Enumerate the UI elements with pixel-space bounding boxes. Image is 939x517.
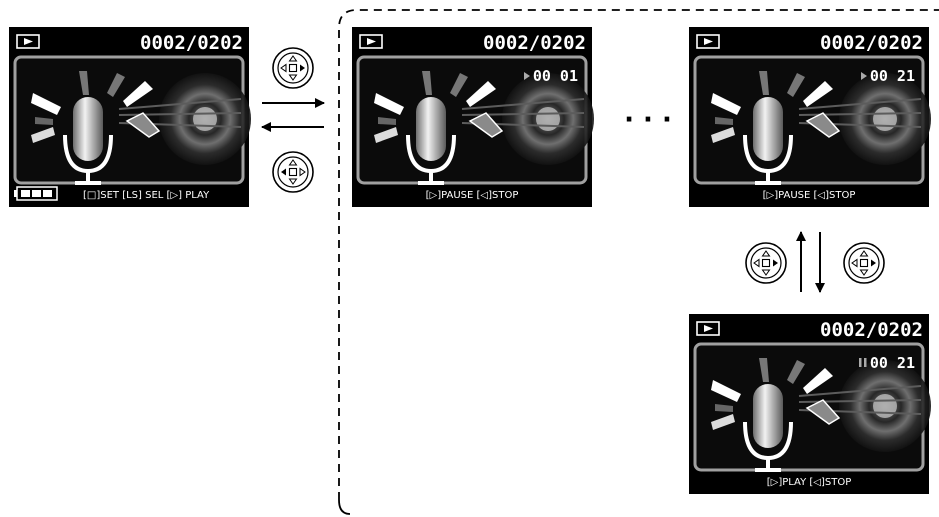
screen-playing-later: 0002/0202 00 21 [▷]PAUSE [◁]STOP (687, 25, 933, 209)
elapsed-time: 00 21 (870, 354, 915, 372)
file-counter: 0002/0202 (820, 32, 923, 54)
footer-hints: [▷]PAUSE [◁]STOP (426, 190, 519, 201)
pause-indicator-icon (859, 358, 867, 367)
play-indicator-icon (524, 72, 530, 80)
screen-idle: 0002/0202 [□]SET [LS] SEL [▷] PLAY (7, 25, 253, 209)
file-counter: 0002/0202 (820, 319, 923, 341)
footer-hints: [▷]PLAY [◁]STOP (767, 477, 852, 488)
file-counter: 0002/0202 (140, 32, 243, 54)
elapsed-time: 00 01 (533, 67, 578, 85)
elapsed-time: 00 21 (870, 67, 915, 85)
dpad-right-press-icon (272, 47, 314, 89)
ellipsis: · · · (624, 105, 672, 135)
dpad-right-press-icon (843, 242, 885, 284)
dpad-left-press-icon (272, 151, 314, 193)
battery-icon (14, 186, 58, 201)
footer-hints: [▷]PAUSE [◁]STOP (763, 190, 856, 201)
dpad-right-press-icon (745, 242, 787, 284)
screen-paused: 0002/0202 00 21 [▷]PLAY [◁]STOP (687, 312, 933, 496)
file-counter: 0002/0202 (483, 32, 586, 54)
screen-playing-start: 0002/0202 00 01 [▷]PAUSE [◁]STOP (350, 25, 596, 209)
play-indicator-icon (861, 72, 867, 80)
footer-hints: [□]SET [LS] SEL [▷] PLAY (83, 190, 210, 201)
